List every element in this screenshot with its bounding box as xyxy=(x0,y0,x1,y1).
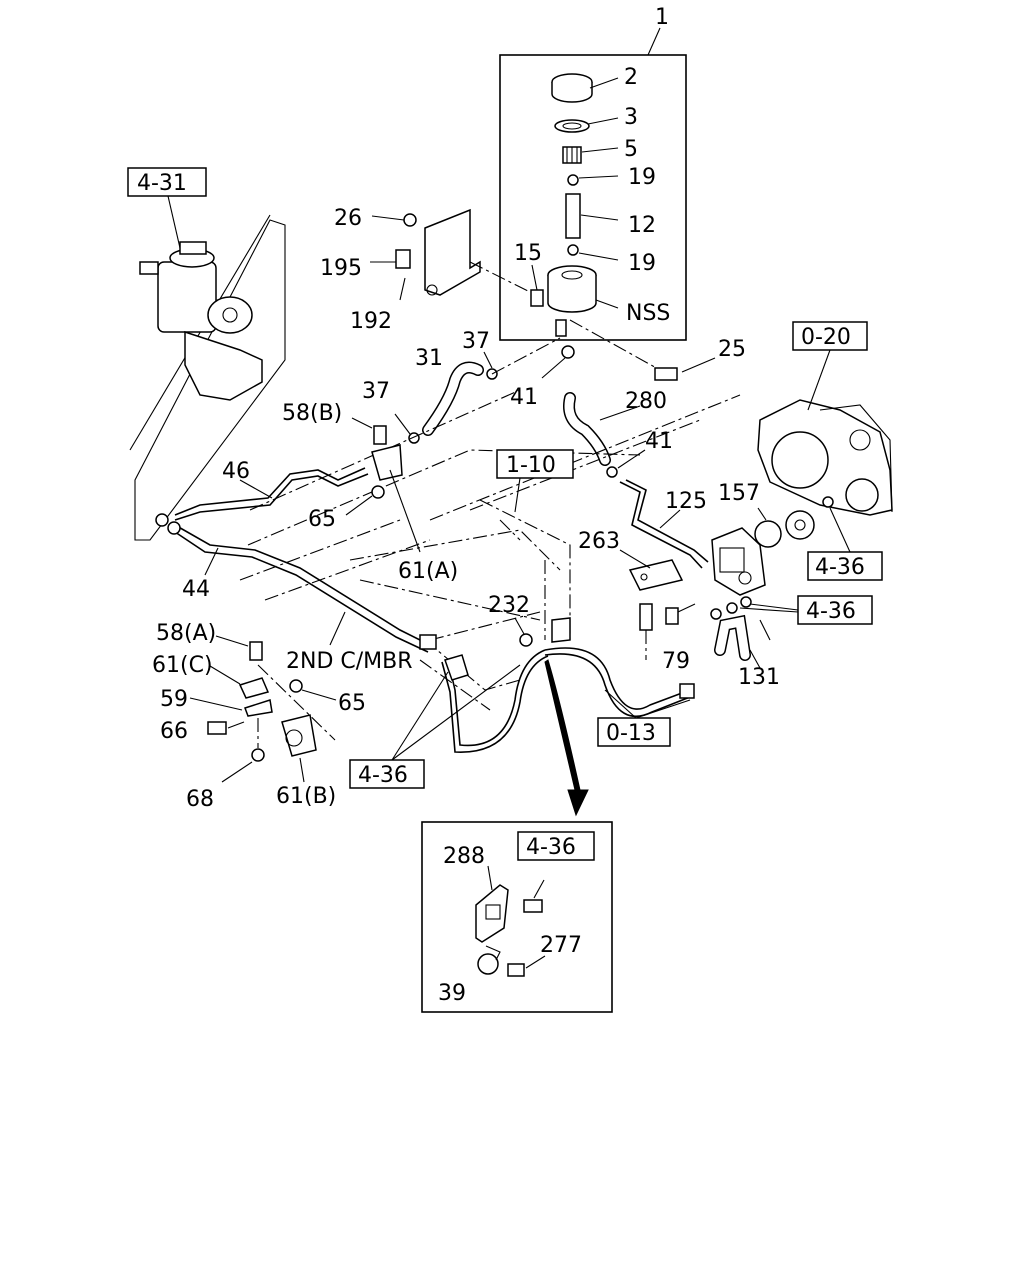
label-2nd-c-mbr: 2ND C/MBR xyxy=(286,649,413,674)
callout-195: 195 xyxy=(320,256,362,281)
ref-0-20[interactable]: 0-20 xyxy=(801,325,851,350)
callout-61b: 61(B) xyxy=(276,784,336,809)
ref-box-4-36-right-lower: 4-36 xyxy=(739,595,873,625)
callout-59: 59 xyxy=(160,687,188,712)
callout-19-upper: 19 xyxy=(628,165,656,190)
ref-box-1-10: 1-10 xyxy=(496,449,574,513)
callout-288: 288 xyxy=(443,844,485,869)
callout-58b: 58(B) xyxy=(282,401,342,426)
pipes-46-44 xyxy=(155,467,437,653)
ref-box-0-13: 0-13 xyxy=(597,689,691,747)
ref-1-10[interactable]: 1-10 xyxy=(506,453,556,478)
ref-box-4-31: 4-31 xyxy=(127,167,207,197)
callout-58a: 58(A) xyxy=(156,621,216,646)
detail-box xyxy=(421,821,613,1013)
frame-outline xyxy=(239,389,741,711)
callout-37-lower: 37 xyxy=(362,379,390,404)
callout-1: 1 xyxy=(655,5,669,30)
callout-15: 15 xyxy=(514,241,542,266)
callout-277: 277 xyxy=(540,933,582,958)
pipe-125 xyxy=(619,479,834,569)
ref-box-4-36-detail: 4-36 xyxy=(517,831,595,861)
bracket-263 xyxy=(619,549,771,669)
callout-66: 66 xyxy=(160,719,188,744)
ref-4-31[interactable]: 4-31 xyxy=(137,171,187,196)
gear-housing xyxy=(757,349,893,516)
callout-19-lower: 19 xyxy=(628,251,656,276)
callout-26: 26 xyxy=(334,206,362,231)
callout-65-lower: 65 xyxy=(338,691,366,716)
power-steering-pump xyxy=(129,195,286,541)
clamp-61a xyxy=(345,417,421,553)
bracket-192 xyxy=(370,208,531,301)
ref-0-13[interactable]: 0-13 xyxy=(606,721,656,746)
callout-131: 131 xyxy=(738,665,780,690)
ref-box-4-36-right-upper: 4-36 xyxy=(807,551,883,581)
detail-arrow xyxy=(544,659,589,817)
callout-nss: NSS xyxy=(626,301,670,326)
callout-44: 44 xyxy=(182,577,210,602)
callout-46: 46 xyxy=(222,459,250,484)
callout-2: 2 xyxy=(624,65,638,90)
ref-4-36-right-lower[interactable]: 4-36 xyxy=(806,599,856,624)
ref-4-36-right-upper[interactable]: 4-36 xyxy=(815,555,865,580)
callout-192: 192 xyxy=(350,309,392,334)
ref-box-4-36-lower-left: 4-36 xyxy=(349,664,521,789)
callout-65-upper: 65 xyxy=(308,507,336,532)
clamp-cluster xyxy=(189,635,337,783)
bolt-25 xyxy=(569,319,716,381)
callout-12: 12 xyxy=(628,213,656,238)
callout-37-upper: 37 xyxy=(462,329,490,354)
ref-4-36-lower-left[interactable]: 4-36 xyxy=(358,763,408,788)
callout-280: 280 xyxy=(625,389,667,414)
callout-79: 79 xyxy=(662,649,690,674)
callout-61a: 61(A) xyxy=(398,559,458,584)
reservoir-group xyxy=(499,27,687,341)
ref-box-0-20: 0-20 xyxy=(792,321,868,351)
callout-41-lower: 41 xyxy=(645,429,673,454)
callout-232: 232 xyxy=(488,593,530,618)
callout-3: 3 xyxy=(624,105,638,130)
callout-263: 263 xyxy=(578,529,620,554)
callout-125: 125 xyxy=(665,489,707,514)
callout-61c: 61(C) xyxy=(152,653,213,678)
callout-31: 31 xyxy=(415,346,443,371)
callout-39: 39 xyxy=(438,981,466,1006)
callout-25: 25 xyxy=(718,337,746,362)
callout-68: 68 xyxy=(186,787,214,812)
oil-pump-unit xyxy=(710,527,766,620)
callout-157: 157 xyxy=(718,481,760,506)
callout-5: 5 xyxy=(624,137,638,162)
ref-4-36-detail[interactable]: 4-36 xyxy=(526,835,576,860)
return-pipe xyxy=(441,617,695,753)
callout-41-upper: 41 xyxy=(510,385,538,410)
